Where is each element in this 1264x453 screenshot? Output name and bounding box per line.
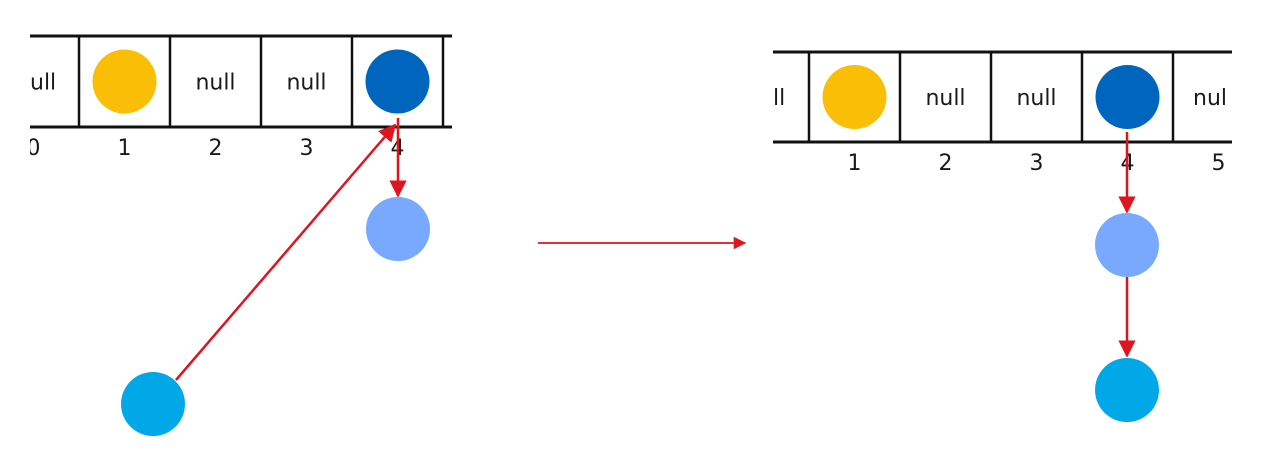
index-label-1: 1 — [118, 136, 132, 161]
right-chain — [1095, 132, 1159, 422]
cell-label-5: nul — [1193, 86, 1227, 111]
index-label-0: 0 — [27, 136, 41, 161]
cell-label-3: null — [286, 71, 326, 96]
bucket-node-1 — [92, 49, 157, 114]
arrow-new-node-to-bucket-4 — [175, 123, 397, 381]
index-label-2: 2 — [209, 136, 223, 161]
right-cyan-node — [1095, 358, 1159, 422]
cell-label-0: ll — [773, 86, 785, 111]
index-label-5: 5 — [1212, 151, 1226, 176]
cell-label-3: null — [1016, 86, 1056, 111]
left-cyan-node — [121, 372, 185, 436]
bucket-node-4 — [365, 49, 430, 114]
index-label-3: 3 — [300, 136, 314, 161]
left-light-blue-node — [366, 197, 430, 261]
cell-label-2: null — [925, 86, 965, 111]
left-chain — [121, 118, 430, 436]
right-light-blue-node — [1095, 213, 1159, 277]
bucket-node-4 — [1095, 65, 1160, 129]
index-label-2: 2 — [939, 151, 953, 176]
cell-label-0: ull — [30, 71, 56, 96]
index-label-1: 1 — [848, 151, 862, 176]
bucket-node-1 — [822, 65, 887, 129]
index-label-3: 3 — [1030, 151, 1044, 176]
cell-label-2: null — [195, 71, 235, 96]
